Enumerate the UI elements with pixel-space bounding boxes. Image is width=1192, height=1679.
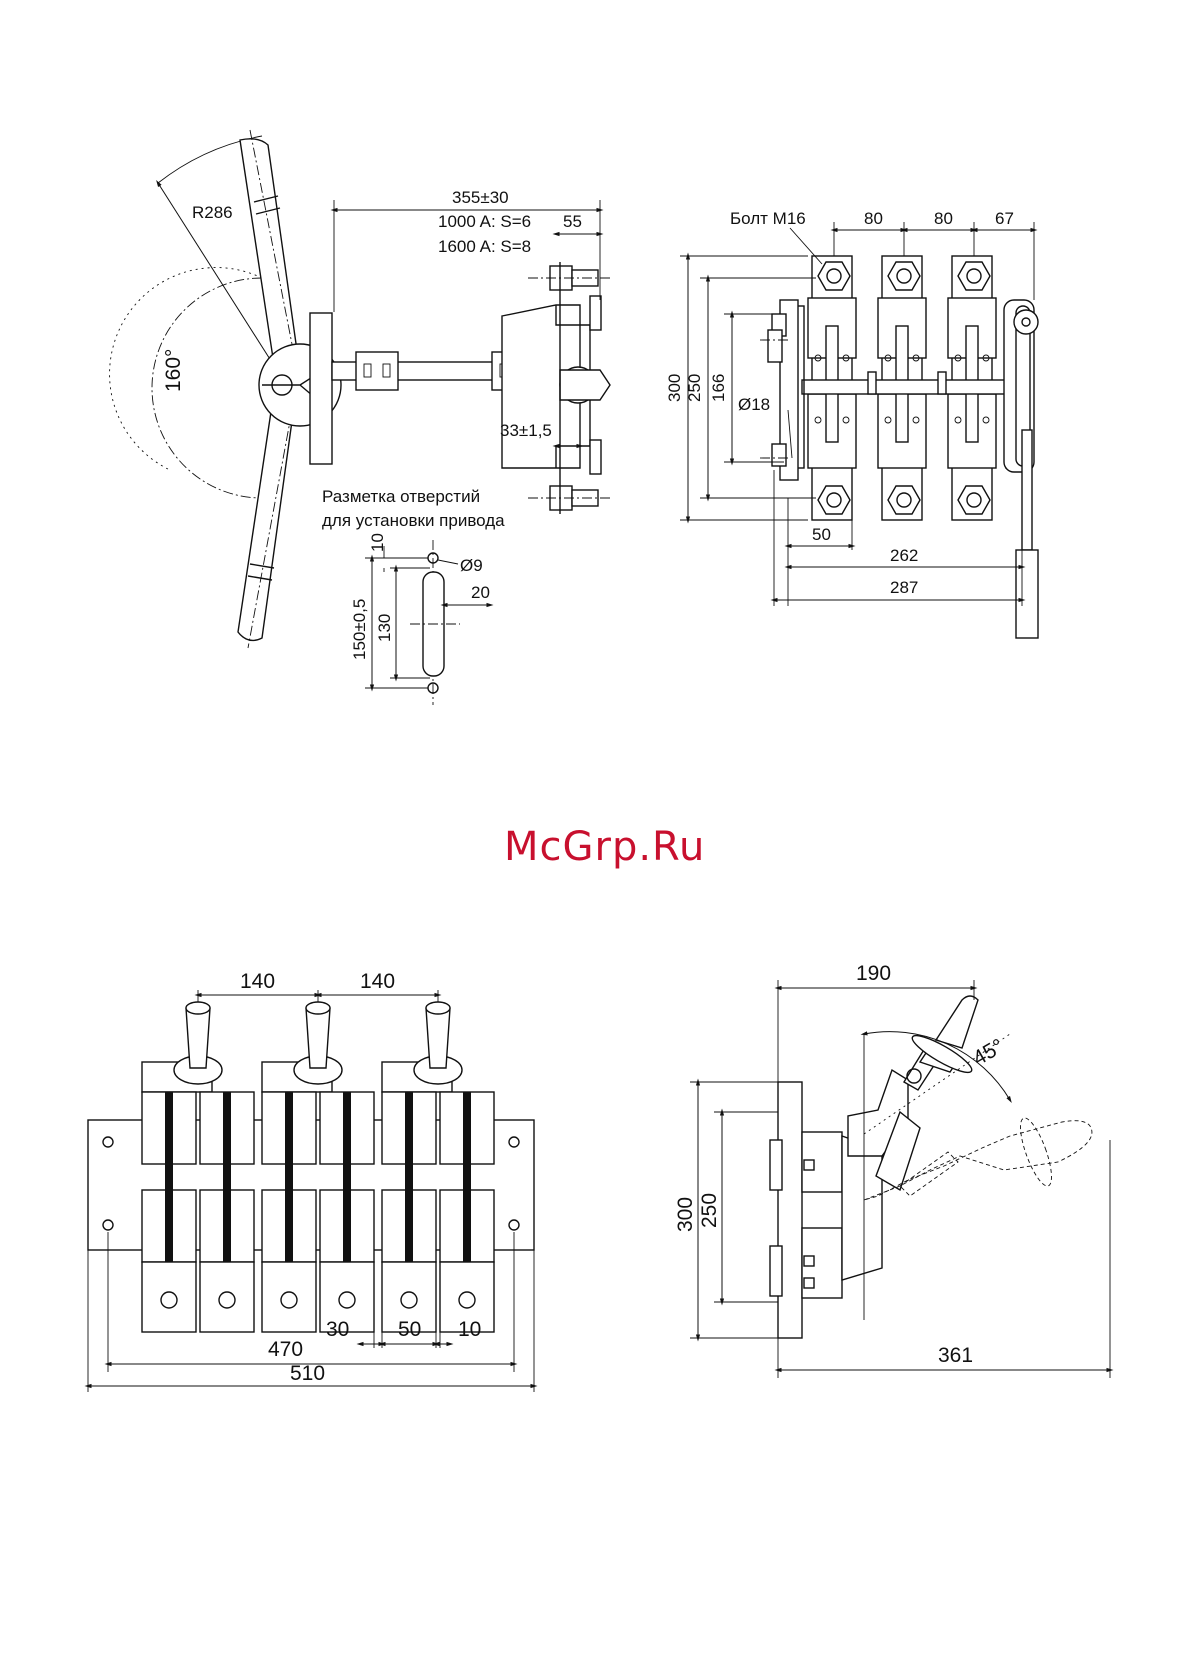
width-50-label: 50 [812, 525, 831, 544]
pitch-80b-label: 80 [934, 209, 953, 228]
gap-30-label: 30 [326, 1318, 349, 1341]
offset-label: 55 [563, 212, 582, 231]
height-250-label: 250 [685, 374, 704, 402]
marking-20-label: 20 [471, 583, 490, 602]
watermark: McGrp.Ru [504, 824, 705, 870]
hole-18-label: Ø18 [738, 395, 770, 414]
width-470-label: 470 [268, 1338, 303, 1361]
pitch-140a-label: 140 [240, 970, 275, 993]
marking-130-label: 130 [375, 614, 394, 642]
marking-150-label: 150±0,5 [350, 599, 369, 660]
height-250-side-label: 250 [698, 1193, 721, 1228]
overall-length-label: 355±30 [452, 188, 509, 207]
switch-front-view [680, 222, 1038, 638]
height-300-side-label: 300 [674, 1197, 697, 1232]
fuse-switch-side-view [690, 980, 1110, 1378]
note-line-1: Разметка отверстий [322, 487, 480, 506]
marking-10-label: 10 [368, 533, 387, 552]
height-166-label: 166 [709, 374, 728, 402]
stroke-1600-label: 1600 A: S=8 [438, 237, 531, 256]
height-300-label: 300 [665, 374, 684, 402]
bolt-label: Болт М16 [730, 209, 806, 228]
marking-hole-label: Ø9 [460, 556, 483, 575]
width-262-label: 262 [890, 546, 918, 565]
angle-label: 160° [162, 349, 185, 392]
width-190-label: 190 [856, 962, 891, 985]
width-510-label: 510 [290, 1362, 325, 1385]
shaft-gap-label: 33±1,5 [500, 421, 552, 440]
width-361-label: 361 [938, 1344, 973, 1367]
pitch-80a-label: 80 [864, 209, 883, 228]
note-line-2: для установки привода [322, 511, 505, 530]
radius-label: R286 [192, 203, 233, 222]
angle-45-label: 45° [969, 1035, 1008, 1071]
stroke-1000-label: 1000 A: S=6 [438, 212, 531, 231]
pitch-67-label: 67 [995, 209, 1014, 228]
pitch-140b-label: 140 [360, 970, 395, 993]
gap-10-label: 10 [458, 1318, 481, 1341]
gap-50-label: 50 [398, 1318, 421, 1341]
width-287-label: 287 [890, 578, 918, 597]
